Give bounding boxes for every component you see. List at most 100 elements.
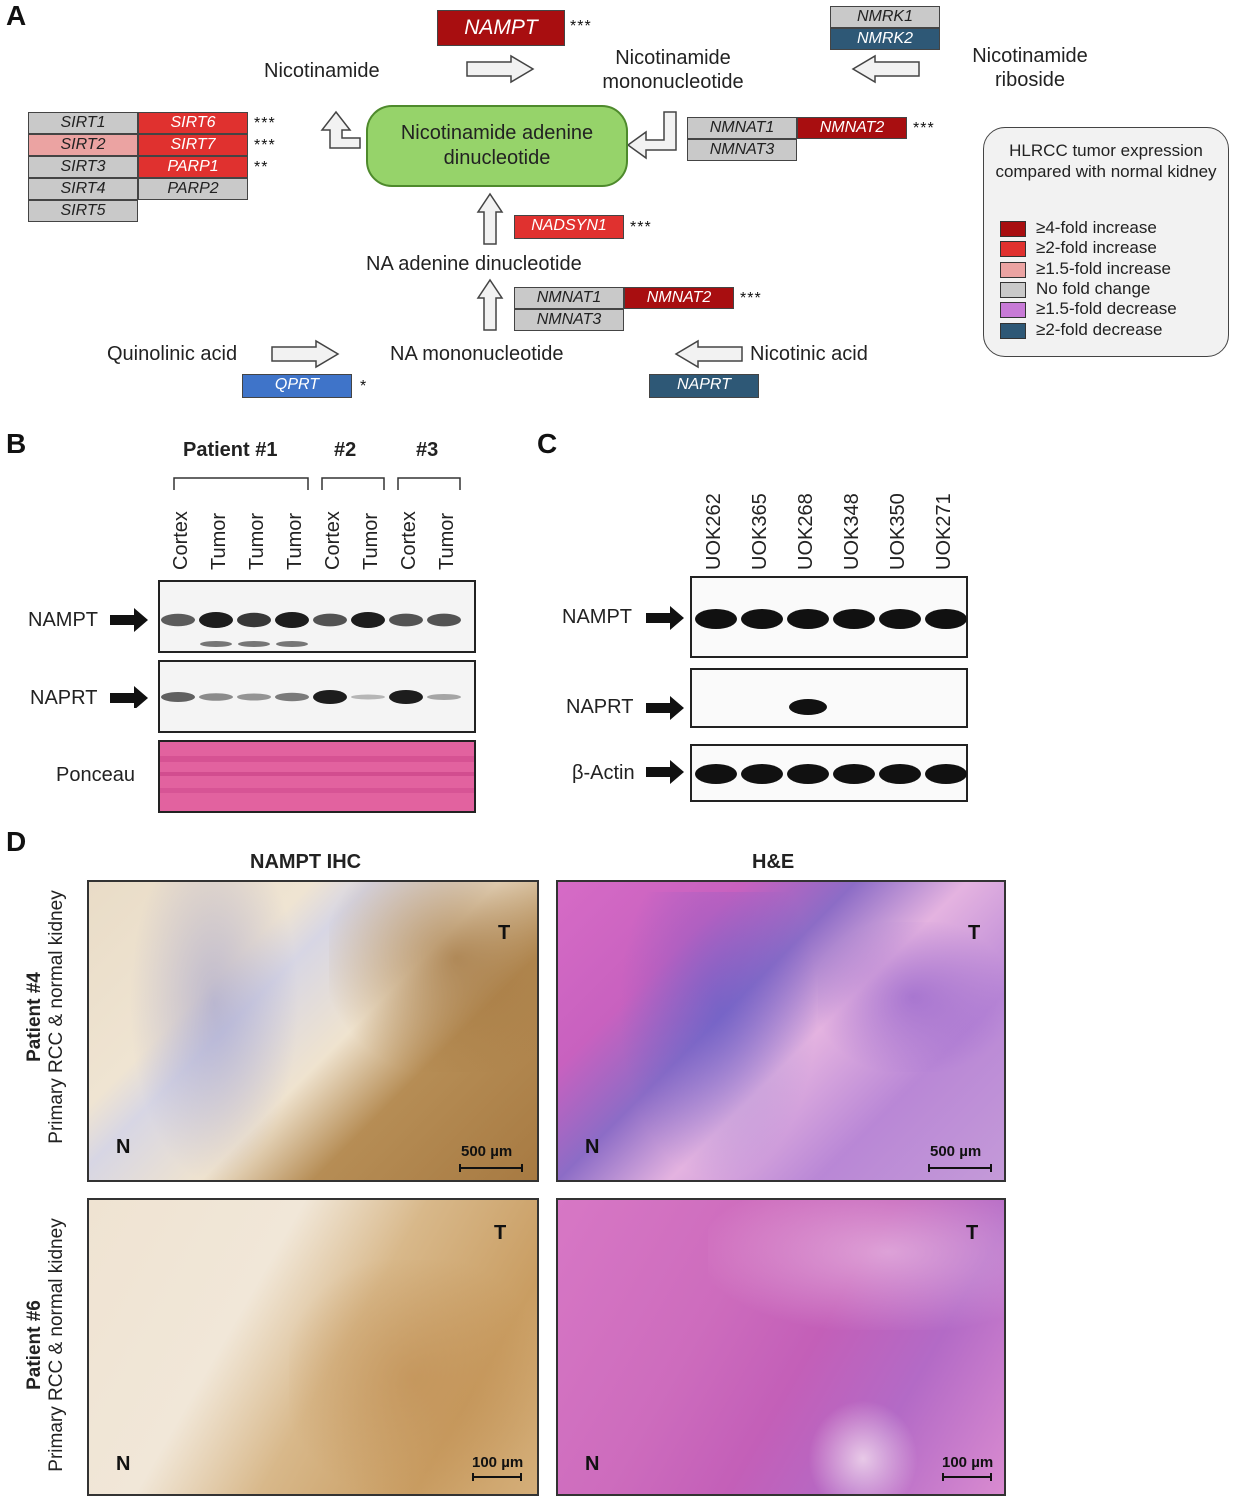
group-patient1: Patient #1 — [183, 439, 278, 461]
band-actin-c — [695, 764, 737, 784]
c-lane-label: UOK365 — [749, 493, 771, 570]
band-nampt-c — [833, 609, 875, 629]
normal-mark-2: N — [585, 1136, 600, 1158]
b-lane-label: Cortex — [170, 511, 192, 570]
arrow-naprt-c — [646, 696, 684, 720]
star-nmnat2-top: *** — [913, 120, 935, 137]
band-nampt-lower-b — [276, 641, 308, 647]
row-label-actin: β-Actin — [572, 762, 635, 784]
b-lane-label: Tumor — [208, 512, 230, 570]
panel-a-letter: A — [6, 0, 27, 31]
band-nampt-b — [389, 613, 423, 627]
col-title-ihc: NAMPT IHC — [250, 851, 362, 873]
gene-parp2: PARP2 — [138, 178, 248, 200]
band-naprt-b — [389, 690, 423, 704]
band-naprt-b — [351, 694, 385, 700]
gene-nmrk2: NMRK2 — [830, 28, 940, 50]
row-label-nampt-c: NAMPT — [562, 606, 632, 628]
scale-label-4: 100 µm — [942, 1454, 994, 1471]
normal-mark-1: N — [116, 1136, 131, 1158]
arrow-naad-to-nad — [476, 192, 504, 245]
gene-sirt6: SIRT6 — [138, 112, 248, 134]
band-nampt-c — [879, 609, 921, 629]
gene-nmnat3-top: NMNAT3 — [687, 139, 797, 161]
band-nampt-c — [787, 609, 829, 629]
legend-swatch — [1000, 322, 1026, 339]
gene-sirt2: SIRT2 — [28, 134, 138, 156]
star-parp1: ** — [254, 159, 269, 176]
image-ihc-patient4 — [87, 880, 539, 1182]
blot-c-naprt — [690, 668, 968, 728]
band-naprt-c — [789, 699, 827, 715]
bands-c — [695, 609, 967, 784]
gene-nmnat2-mid: NMNAT2 — [624, 287, 734, 309]
row-arrows-c — [646, 606, 684, 784]
row-arrows-b — [110, 608, 148, 708]
arrow-nampt-b — [110, 608, 148, 632]
legend: HLRCC tumor expression compared with nor… — [983, 127, 1229, 357]
b-lane-label: Tumor — [360, 512, 382, 570]
band-actin-c — [925, 764, 967, 784]
scale-label-2: 500 µm — [930, 1143, 982, 1160]
gene-parp1: PARP1 — [138, 156, 248, 178]
image-he-patient6 — [556, 1198, 1006, 1496]
scale-label-1: 500 µm — [461, 1143, 513, 1160]
row1-label: Patient #4 Primary RCC & normal kidney — [24, 872, 68, 1162]
tumor-mark-1: T — [498, 922, 511, 944]
c-lane-label: UOK350 — [887, 493, 909, 570]
c-lane-label: UOK348 — [841, 493, 863, 570]
legend-label: ≥1.5-fold decrease — [1036, 299, 1177, 319]
tumor-mark-4: T — [966, 1222, 979, 1244]
legend-label: ≥2-fold increase — [1036, 238, 1157, 258]
image-ihc-patient6 — [87, 1198, 539, 1496]
legend-swatch — [1000, 261, 1026, 278]
c-lane-label: UOK262 — [703, 493, 725, 570]
group-brackets — [173, 477, 461, 490]
panel-c-letter: C — [537, 428, 558, 459]
gene-sirt4: SIRT4 — [28, 178, 138, 200]
band-actin-c — [879, 764, 921, 784]
band-nampt-b — [199, 612, 233, 628]
band-nampt-b — [427, 613, 461, 627]
row-label-ponceau: Ponceau — [56, 764, 135, 786]
row-label-nampt-b: NAMPT — [28, 609, 98, 631]
star-nadsyn1: *** — [630, 219, 652, 236]
band-nampt-c — [741, 609, 783, 629]
star-sirt6: *** — [254, 115, 276, 132]
band-nampt-lower-b — [200, 641, 232, 647]
gene-sirt5: SIRT5 — [28, 200, 138, 222]
bands-b — [161, 612, 461, 704]
band-nampt-b — [351, 612, 385, 628]
star-nampt: *** — [570, 18, 592, 35]
gene-nampt: NAMPT — [437, 10, 565, 46]
gene-qprt: QPRT — [242, 374, 352, 398]
c-lane-label: UOK271 — [933, 493, 955, 570]
label-namn: NA mononucleotide — [390, 343, 564, 365]
row1-sub: Primary RCC & normal kidney — [46, 890, 67, 1144]
gene-sirt1: SIRT1 — [28, 112, 138, 134]
tumor-mark-3: T — [494, 1222, 507, 1244]
band-actin-c — [741, 764, 783, 784]
band-naprt-b — [237, 693, 271, 701]
arrow-nampt-c — [646, 606, 684, 630]
b-lane-label: Cortex — [322, 511, 344, 570]
arrow-naprt-b — [110, 686, 148, 708]
label-nr: Nicotinamide riboside — [972, 45, 1088, 91]
gene-nmrk1: NMRK1 — [830, 6, 940, 28]
panel-d-letter: D — [6, 826, 27, 857]
arrow-nad-to-nicotinamide — [320, 110, 361, 149]
gene-nmnat1-top: NMNAT1 — [687, 117, 797, 139]
row-label-naprt-b: NAPRT — [30, 687, 98, 709]
legend-title: HLRCC tumor expression compared with nor… — [995, 141, 1217, 181]
label-nmn: Nicotinamide mononucleotide — [602, 47, 744, 93]
node-nad: Nicotinamide adenine dinucleotide — [366, 105, 628, 187]
gene-nmnat3-mid: NMNAT3 — [514, 309, 624, 331]
band-nampt-c — [695, 609, 737, 629]
arrow-nmn-to-nad — [626, 111, 677, 160]
legend-swatch — [1000, 281, 1026, 298]
band-naprt-b — [161, 692, 195, 702]
row1-patient: Patient #4 — [24, 972, 45, 1062]
label-naad: NA adenine dinucleotide — [366, 253, 582, 275]
band-nampt-b — [313, 613, 347, 627]
